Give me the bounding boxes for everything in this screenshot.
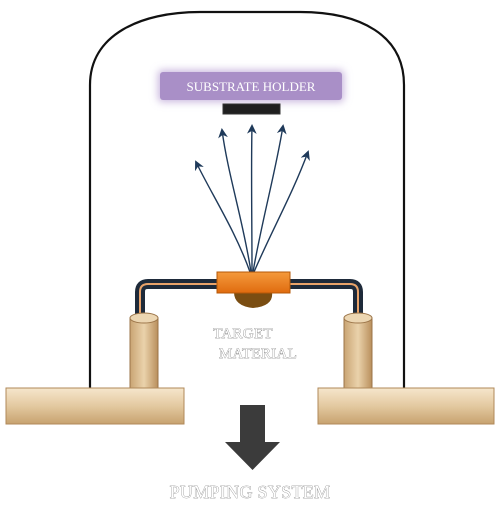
left-post xyxy=(129,312,159,393)
substrate-bar xyxy=(222,103,281,115)
flux-arrow-1 xyxy=(195,160,251,273)
target-material-label-line2: MATERIAL xyxy=(219,346,297,362)
flux-arrow-2 xyxy=(218,128,252,273)
flux-arrow-4 xyxy=(252,124,287,273)
right-post xyxy=(343,312,373,393)
flux-arrow-5 xyxy=(253,150,310,273)
vacuum-chamber-outline xyxy=(88,10,406,390)
base-plate-right xyxy=(317,387,495,425)
target-material-blob xyxy=(234,292,273,308)
electrode-arms xyxy=(135,279,363,320)
base-plate-left xyxy=(5,387,185,425)
target-material-label-line1: TARGET xyxy=(213,326,273,342)
sputter-flux-arrows xyxy=(195,124,310,273)
substrate-holder: SUBSTRATE HOLDER xyxy=(158,70,344,102)
pumping-system-label: PUMPING SYSTEM xyxy=(170,482,331,502)
target-cathode xyxy=(216,271,291,294)
down-arrow-icon xyxy=(225,405,280,470)
substrate-holder-label: SUBSTRATE HOLDER xyxy=(187,79,316,94)
